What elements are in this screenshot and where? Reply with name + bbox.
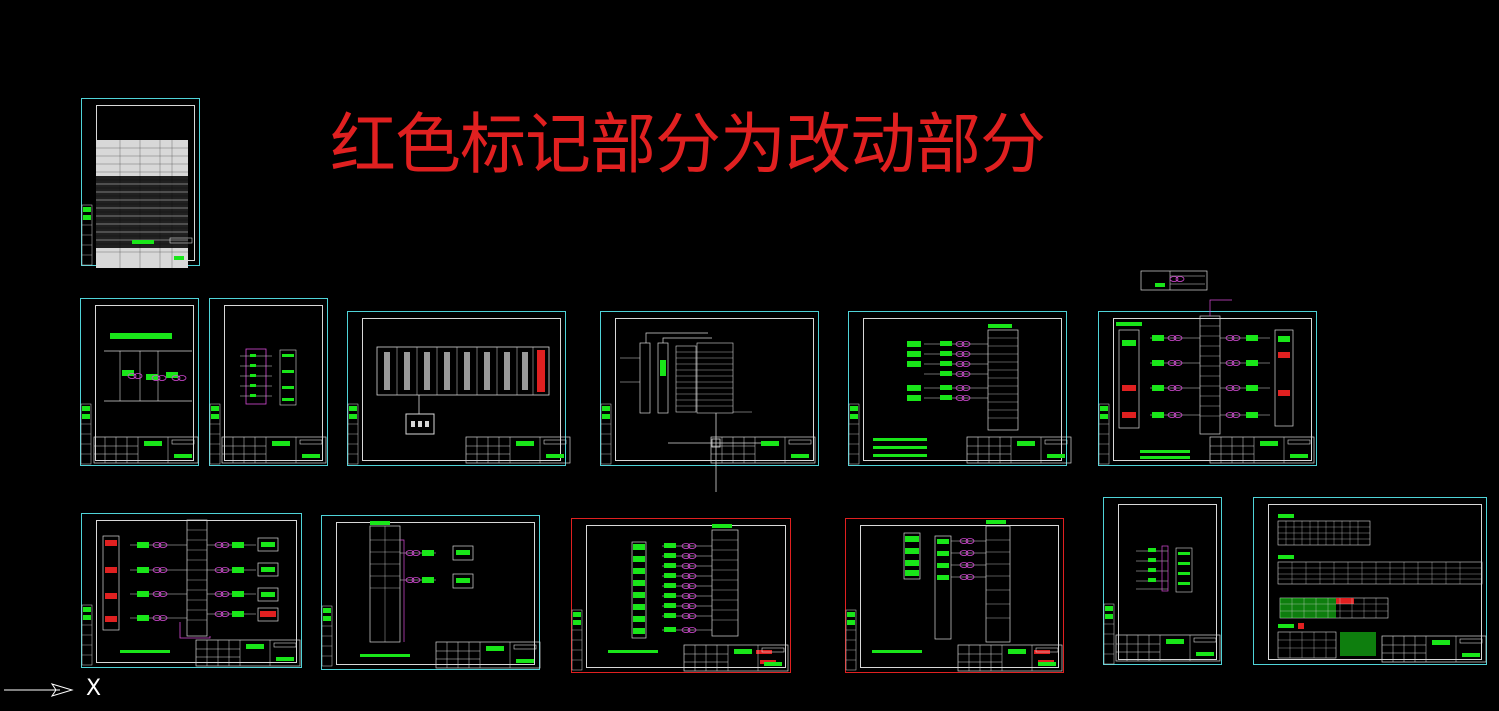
cover-table [81,140,193,268]
sheet-inner-frame [95,305,194,461]
sheet-inner-frame [1113,318,1312,461]
sheet-inner-frame [96,520,297,663]
sheet-2[interactable] [209,298,328,466]
sheet-8-diagram [321,521,541,669]
sheet-1-diagram [80,333,199,465]
sheet-8[interactable] [321,515,540,670]
sheet-5-diagram [848,324,1072,465]
sheet-inner-frame [336,522,535,665]
sheet-2-diagram [209,348,327,465]
red-note-title: 红色标记部分为改动部分 [330,106,1046,183]
ucs-axis-icon [4,683,74,697]
sheet-4-diagram [600,332,816,492]
sheet-9-diagram [571,524,789,672]
sheet-9-changed[interactable] [571,518,791,673]
sheet-3[interactable] [347,311,566,466]
sheet-10-diagram [845,520,1063,672]
sheet-1[interactable] [80,298,199,466]
sheet-6-diagram [1098,299,1315,465]
sheet-11-diagram [1103,545,1221,665]
sheet-inner-frame [1118,504,1217,660]
sheet-inner-frame [860,525,1059,668]
sheet-inner-frame [863,318,1062,461]
sheet-7[interactable] [81,513,302,668]
sheet-inner-frame [586,525,786,668]
sheet-3-diagram [347,346,571,465]
detail-fragment [1140,270,1208,291]
sheet-4[interactable] [600,311,819,466]
sheet-inner-frame [1268,504,1482,660]
sheet-10-changed[interactable] [845,518,1064,673]
sheet-inner-frame [615,318,814,461]
sheet-12-diagram [1277,514,1487,663]
sheet-inner-frame [362,318,561,461]
ucs-x-label: X [86,676,102,701]
sheet-7-diagram [81,519,301,667]
sheet-inner-frame [224,305,323,461]
